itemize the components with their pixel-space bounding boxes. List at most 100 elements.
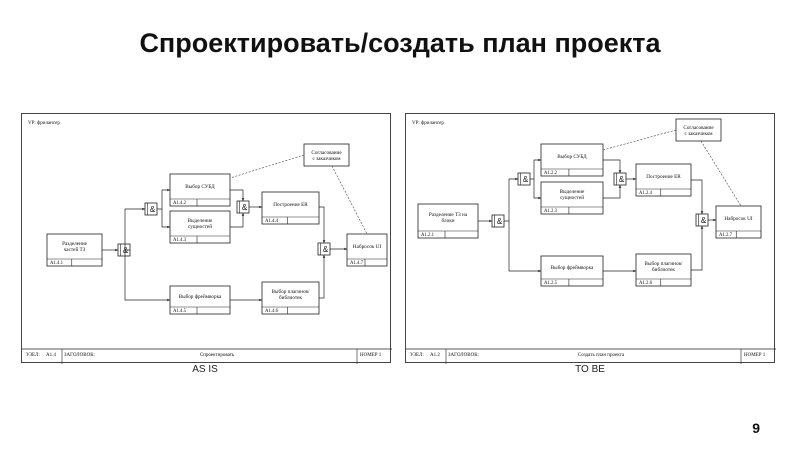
as-is-split-box-label: Разделение: [62, 241, 88, 247]
as-is-junction-4: &: [317, 242, 331, 256]
to-be-entities-box-label: сущностей: [560, 194, 584, 201]
as-is-junction-3: &: [236, 200, 250, 214]
as-is-plugins-box-label: библиотек: [279, 294, 302, 301]
as-is-plugins-box-id: A1.4.6: [265, 309, 279, 314]
as-is-er-box-frame: [261, 191, 320, 225]
as-is-arrow-framework-head: [167, 298, 170, 302]
to-be-plugins-box-label: Выбор плагинов/: [645, 260, 683, 267]
to-be-arrow-j1-up: [504, 178, 518, 222]
to-be-junction-4: &: [695, 213, 709, 227]
to-be-split-box-label: блоки: [442, 217, 455, 224]
as-is-arrow-plugins-head: [259, 298, 262, 302]
as-is-footer-node-value: A1.4: [46, 353, 56, 358]
as-is-arrow-split-head: [115, 248, 118, 252]
to-be-framework-box-id: A1.2.5: [544, 281, 558, 286]
to-be-split-box-id: A1.2.1: [421, 233, 435, 238]
to-be-arrow-plugins-head: [633, 269, 636, 273]
to-be-er-box-id: A1.2.4: [639, 191, 653, 196]
as-is-ui-box-label: Набросок UI: [353, 243, 381, 250]
to-be-client-box-label: Согласование: [683, 125, 714, 131]
to-be-arrow-split-head: [489, 219, 492, 223]
as-is-er-box: Построение ER A1.4.4: [261, 191, 320, 225]
as-is-client-box-label: с заказчиком: [312, 156, 341, 162]
to-be-arrow-entities-head: [538, 196, 541, 200]
to-be-ui-box-id: A1.2.7: [719, 233, 733, 238]
as-is-er-box-label: Построение ER: [273, 202, 308, 208]
as-is-header: VP: фрилансер: [28, 121, 60, 126]
to-be-dashed-client-dbms: [602, 129, 677, 151]
as-is-ui-box-frame: [346, 233, 388, 267]
to-be-arrow-framework-head: [538, 269, 541, 273]
to-be-dashed-client-ui: [700, 140, 742, 207]
to-be-ui-box-label: Набросок UI: [724, 215, 752, 222]
as-is-dbms-box-label: Выбор СУБД: [185, 183, 215, 190]
as-is-split-box-label: частей ТЗ: [64, 246, 86, 253]
to-be-caption: TO BE: [575, 364, 605, 375]
as-is-arrow-entities-head: [167, 225, 170, 229]
as-is-footer-node-label: УЗЕЛ:: [26, 353, 40, 358]
to-be-framework-box-frame: [540, 255, 604, 287]
to-be-arrow-entities: [533, 179, 541, 199]
to-be-plugins-box-label: библиотек: [652, 266, 675, 273]
as-is-dbms-box-frame: [169, 173, 231, 207]
to-be-plugins-box-id: A1.2.6: [639, 281, 653, 286]
to-be-arrow-dbms-j3-head: [618, 170, 622, 173]
as-is-arrow-j1-up-head: [142, 207, 145, 211]
as-is-footer-number: НОМЕР 1: [360, 353, 382, 358]
to-be-arrow-dbms-head: [538, 158, 541, 162]
as-is-split-box-id: A1.4.1: [50, 261, 64, 266]
to-be-client-box-label: с заказчиком: [684, 131, 713, 137]
to-be-framework-box-label: Выбор фреймворка: [551, 264, 594, 271]
as-is-arrow-er-j4: [319, 206, 325, 243]
to-be-arrow-ui-head: [713, 218, 716, 222]
to-be-arrow-ent-j3: [603, 185, 621, 199]
to-be-arrow-dbms-j3: [603, 159, 621, 173]
to-be-footer-title-label: ЗАГОЛОВОК:: [448, 353, 479, 358]
to-be-junction-2: &: [517, 172, 531, 186]
to-be-junction-1-symbol: &: [497, 217, 503, 226]
to-be-footer-number: НОМЕР 1: [744, 353, 766, 358]
as-is-arrow-dbms-j3-head: [241, 198, 245, 201]
page-number: 9: [752, 420, 760, 436]
as-is-arrow-entities: [161, 209, 170, 228]
slide-title: Спроектировать/создать план проекта: [139, 28, 661, 58]
as-is-junction-2-symbol: &: [150, 205, 156, 214]
to-be-footer-title-value: Создать план проекта: [578, 353, 625, 358]
to-be-er-box-frame: [635, 163, 692, 197]
to-be-arrow-plug-j4-head: [700, 226, 704, 229]
to-be-er-box-label: Построение ER: [646, 174, 681, 180]
to-be-dbms-box-frame: [540, 143, 604, 177]
to-be-junction-3-symbol: &: [619, 175, 625, 184]
to-be-junction-4-symbol: &: [701, 216, 707, 225]
to-be-arrow-er-j4: [691, 179, 703, 214]
to-be-junction-3: &: [613, 172, 627, 186]
as-is-footer-title-value: Спроектировать: [200, 353, 235, 358]
as-is-junction-4-symbol: &: [323, 245, 329, 254]
as-is-er-box-id: A1.4.4: [265, 219, 279, 224]
as-is-arrow-dbms-head: [167, 188, 170, 192]
to-be-footer-node-label: УЗЕЛ:: [410, 353, 424, 358]
as-is-footer-title-label: ЗАГОЛОВОК:: [64, 353, 95, 358]
as-is-junction-3-symbol: &: [242, 203, 248, 212]
as-is-client-box-label: Согласование: [311, 150, 342, 156]
to-be-split-box-label: Разделение ТЗ на: [429, 212, 468, 218]
as-is-caption: AS IS: [192, 364, 218, 375]
as-is-entities-box-label: сущностей: [188, 223, 212, 230]
as-is-framework-box-label: Выбор фреймворка: [179, 293, 222, 300]
as-is-arrow-framework: [124, 250, 170, 301]
as-is-arrow-ent-j3-head: [241, 213, 245, 216]
to-be-dbms-box-label: Выбор СУБД: [557, 153, 587, 160]
as-is-arrow-dbms: [157, 189, 170, 210]
